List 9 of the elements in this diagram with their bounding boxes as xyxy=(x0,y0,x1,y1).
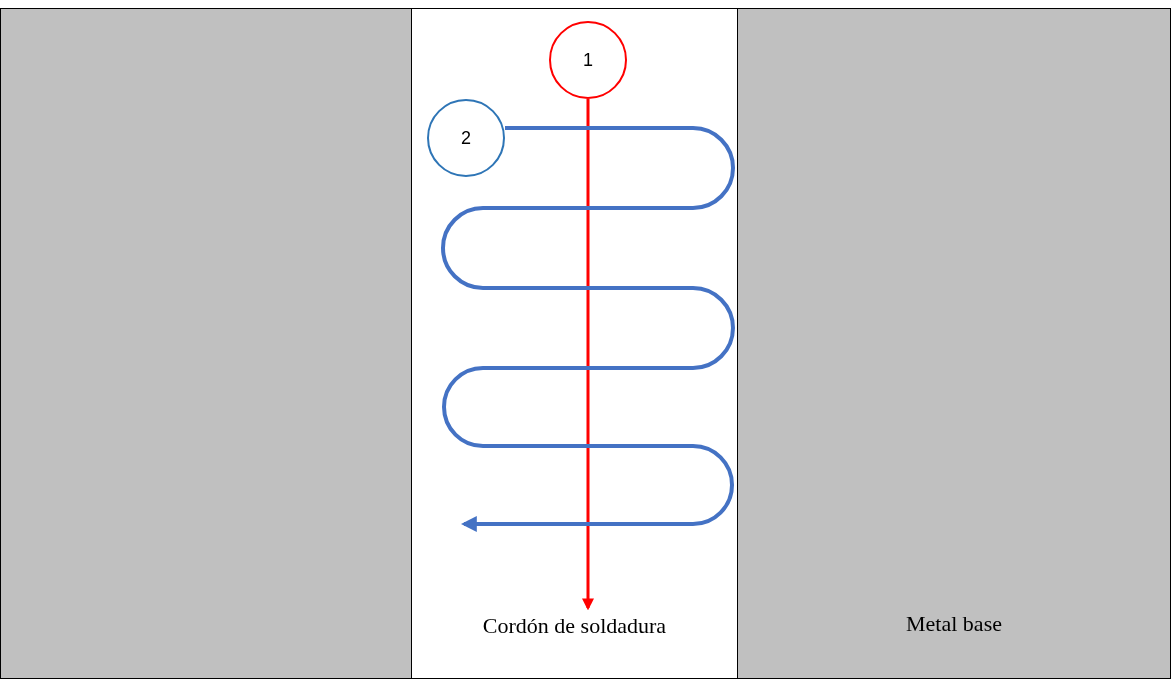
panel-background xyxy=(0,8,412,679)
step-number: 1 xyxy=(583,49,593,71)
arrow xyxy=(441,126,735,532)
arrow xyxy=(582,99,594,611)
step-number: 2 xyxy=(461,127,471,149)
panel-label: Metal base xyxy=(905,611,1003,637)
panel xyxy=(737,8,1171,679)
panel-label: Cordón de soldadura xyxy=(481,613,668,639)
panel xyxy=(411,8,738,679)
